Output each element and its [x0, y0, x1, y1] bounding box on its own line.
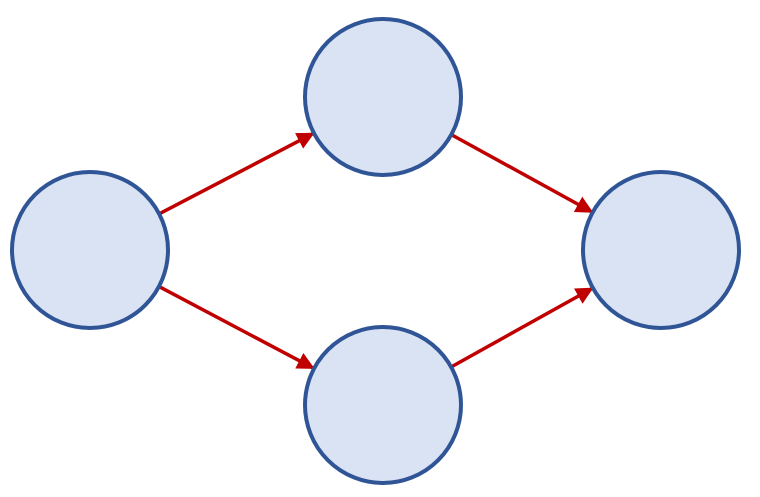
- node-left-circle: [10, 170, 170, 330]
- edge-top-to-right-arrow: [451, 133, 594, 214]
- node-right: [581, 170, 741, 330]
- edges-layer: [158, 132, 594, 370]
- node-top: [303, 17, 463, 177]
- node-bottom: [303, 325, 463, 485]
- edge-left-to-bottom-arrow: [158, 285, 315, 370]
- node-left: [10, 170, 170, 330]
- node-right-circle: [581, 170, 741, 330]
- edge-bottom-to-right-arrow: [451, 286, 594, 369]
- node-top-circle: [303, 17, 463, 177]
- nodes-layer: [10, 17, 741, 485]
- node-bottom-circle: [303, 325, 463, 485]
- edge-left-to-top-arrow: [159, 132, 315, 215]
